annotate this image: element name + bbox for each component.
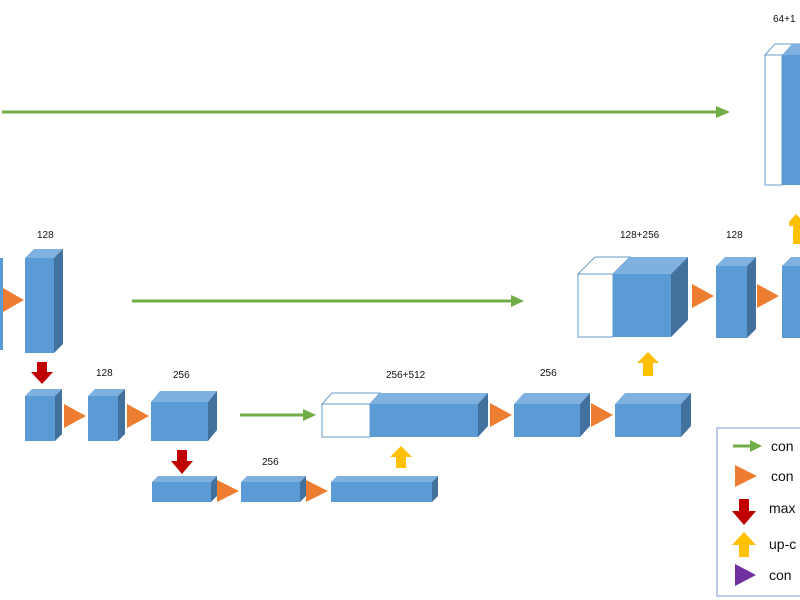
conv-arrow <box>127 404 149 428</box>
label-encoder2-b: 128 <box>96 368 113 379</box>
conv-arrow <box>306 480 328 502</box>
conv-arrow <box>217 480 239 502</box>
conv-arrow <box>757 284 779 308</box>
bottleneck-block-c <box>331 476 438 502</box>
encoder2-block-a <box>25 389 62 441</box>
upconv-arrow <box>789 214 800 244</box>
upconv-arrow-icon <box>732 532 756 557</box>
legend-item-final: con <box>735 564 792 586</box>
encoder2-block-b <box>88 389 125 441</box>
legend-label: up-c <box>769 536 796 552</box>
decoder3-block-c <box>615 393 691 437</box>
skip-arrow-icon <box>733 440 762 452</box>
skip-connection-low <box>240 409 316 421</box>
legend-label: max <box>769 500 795 516</box>
decoder3-concat-block <box>320 392 488 438</box>
encoder2-block-c <box>151 391 217 441</box>
decoder2-block-c <box>782 257 800 338</box>
legend-item-pool: max <box>732 499 795 525</box>
label-decoder2: 128+256 <box>620 230 660 241</box>
label-decoder3: 256+512 <box>386 370 426 381</box>
encoder1-left-block <box>0 258 3 350</box>
top-right-block <box>763 43 800 186</box>
legend: con con max up-c con <box>716 427 800 597</box>
skip-connection-mid <box>132 295 524 307</box>
decoder2-concat-block <box>576 256 688 338</box>
upconv-arrow <box>637 352 659 376</box>
label-encoder2-c: 256 <box>173 370 190 381</box>
maxpool-arrow <box>31 362 53 384</box>
conv-arrow <box>692 284 714 308</box>
legend-item-skip: con <box>733 438 794 454</box>
conv-arrow-icon <box>735 465 757 487</box>
label-encoder1: 128 <box>37 230 54 241</box>
decoder2-block-b <box>716 257 756 338</box>
legend-label: con <box>771 468 794 484</box>
decoder3-block-b <box>514 393 590 437</box>
legend-label: con <box>771 438 794 454</box>
label-bottleneck: 256 <box>262 457 279 468</box>
conv-arrow <box>64 404 86 428</box>
legend-item-conv: con <box>735 465 794 487</box>
conv-arrow <box>591 403 613 427</box>
conv-arrow <box>3 288 24 312</box>
label-decoder2-b: 128 <box>726 230 743 241</box>
legend-item-upconv: up-c <box>732 532 796 557</box>
label-top-right: 64+1 <box>773 14 796 25</box>
maxpool-arrow <box>171 450 193 474</box>
legend-label: con <box>769 567 792 583</box>
bottleneck-block-b <box>241 476 306 502</box>
final-arrow-icon <box>735 564 756 586</box>
label-decoder3-b: 256 <box>540 368 557 379</box>
bottleneck-block-a <box>152 476 217 502</box>
encoder1-block <box>25 249 63 353</box>
pool-arrow-icon <box>732 499 756 525</box>
upconv-arrow <box>390 446 412 468</box>
skip-connection-top <box>2 106 730 118</box>
conv-arrow <box>490 403 512 427</box>
